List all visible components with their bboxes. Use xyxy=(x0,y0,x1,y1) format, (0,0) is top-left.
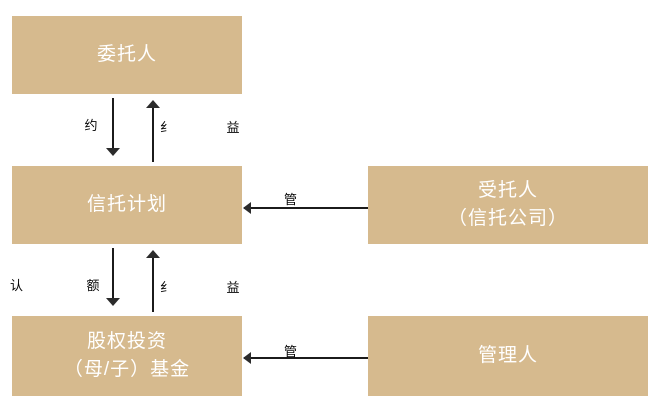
arrowhead-down-icon-contract xyxy=(106,148,120,156)
node-trust-plan-label: 信托计划 xyxy=(86,194,167,216)
edge-label-contract-tail-glyph: 约 xyxy=(84,118,98,133)
edge-label-manage-upper-lead-glyph: 管 xyxy=(284,192,298,207)
connector-line-contract xyxy=(112,98,114,150)
connector-line-manage-lower xyxy=(244,357,368,359)
arrowhead-down-icon-subscribe xyxy=(106,298,120,306)
edge-label-contract: 约 xyxy=(50,116,100,133)
connector-line-subscribe xyxy=(112,248,114,300)
edge-label-benefit-lower-tail-glyph: 益 xyxy=(226,280,240,295)
edge-label-benefit-upper: 纟 益 xyxy=(158,118,242,135)
node-trustor-label: 委托人 xyxy=(96,44,157,66)
arrowhead-up-icon-benefit-lower xyxy=(146,250,160,258)
arrowhead-left-icon-manage-upper xyxy=(243,202,251,214)
node-trustee-sublabel: （信托公司） xyxy=(447,208,568,229)
node-manager-label: 管理人 xyxy=(477,345,538,367)
node-trust-plan: 信托计划 xyxy=(12,166,242,244)
edge-label-benefit-upper-lead-glyph: 纟 xyxy=(160,120,174,135)
node-trustee: 受托人 （信托公司） xyxy=(368,166,648,244)
edge-label-benefit-lower: 纟 益 xyxy=(158,278,242,295)
edge-label-benefit-lower-lead-glyph: 纟 xyxy=(160,280,174,295)
node-equity-fund-label: 股权投资 xyxy=(86,331,167,353)
connector-line-benefit-upper xyxy=(152,104,154,162)
edge-label-subscribe: 认 额 xyxy=(8,276,102,293)
arrowhead-left-icon-manage-lower xyxy=(243,352,251,364)
arrowhead-up-icon-benefit-upper xyxy=(146,100,160,108)
edge-label-manage-lower: 管 xyxy=(282,342,324,359)
node-trustor: 委托人 xyxy=(12,16,242,94)
connector-line-manage-upper xyxy=(244,207,368,209)
edge-label-subscribe-lead-glyph: 认 xyxy=(10,278,24,293)
edge-label-benefit-upper-tail-glyph: 益 xyxy=(226,120,240,135)
connector-line-benefit-lower xyxy=(152,254,154,312)
edge-label-subscribe-tail-glyph: 额 xyxy=(86,278,100,293)
node-equity-fund: 股权投资 （母/子）基金 xyxy=(12,316,242,396)
node-manager: 管理人 xyxy=(368,316,648,396)
edge-label-manage-lower-lead-glyph: 管 xyxy=(284,344,298,359)
edge-label-manage-upper: 管 xyxy=(282,190,324,207)
node-equity-fund-sublabel: （母/子）基金 xyxy=(63,359,191,380)
node-trustee-label: 受托人 xyxy=(477,180,538,202)
